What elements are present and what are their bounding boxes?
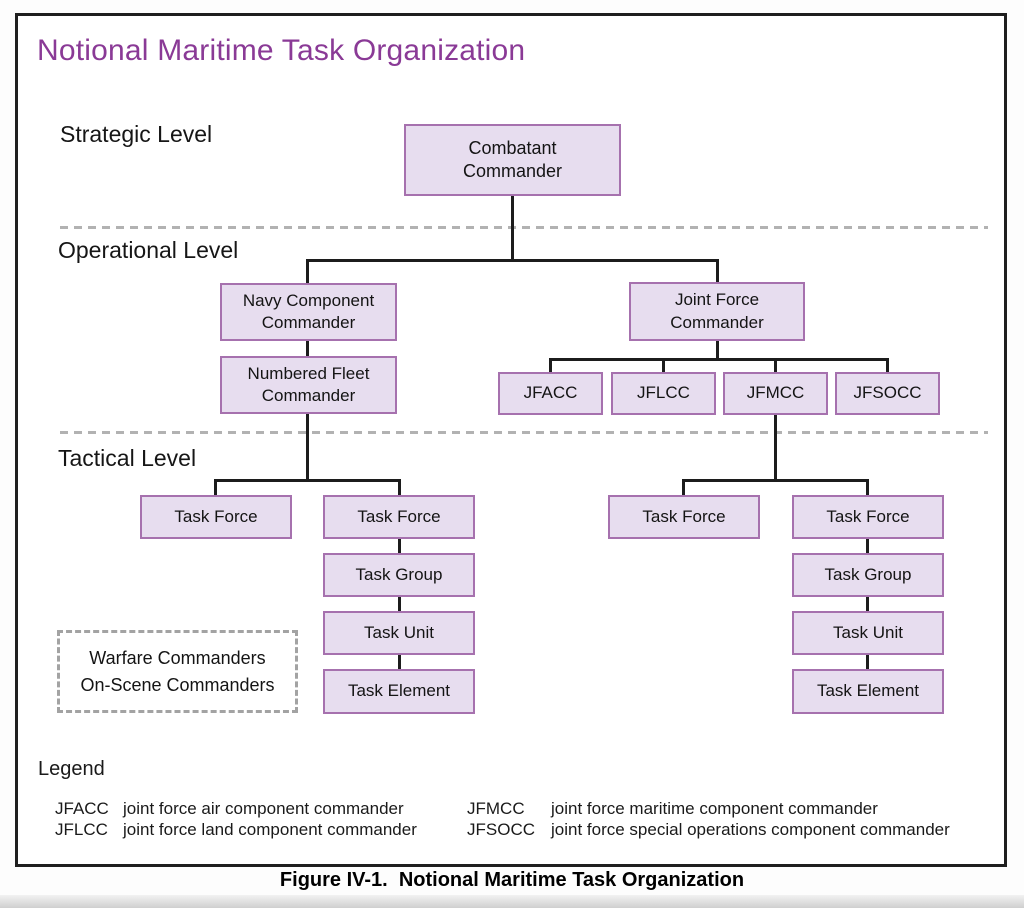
label-operational-level: Operational Level [58,237,239,263]
connector [662,358,665,373]
label-tactical-level: Tactical Level [58,445,197,471]
node-task-force-navy-right: Task Force [323,495,475,539]
legend-abbr-jflcc: JFLCC [55,820,108,839]
connector [306,341,309,357]
connector [549,358,889,361]
warfare-commanders-line: Warfare Commanders [89,647,266,668]
connector [716,341,719,361]
node-task-group-jfmcc: Task Group [792,553,944,597]
connector [774,358,777,373]
connector [306,414,309,482]
node-jflcc: JFLCC [611,372,716,415]
node-numbered-fleet-commander: Numbered Fleet Commander [220,356,397,414]
legend-heading: Legend [38,758,105,780]
connector [716,259,719,283]
node-jfsocc: JFSOCC [835,372,940,415]
diagram-title: Notional Maritime Task Organization [37,34,526,67]
legend-def-jflcc: joint force land component commander [123,820,417,839]
connector [866,539,869,554]
legend-def-jfsocc: joint force special operations component… [551,820,950,839]
label-strategic-level: Strategic Level [60,121,213,147]
legend-abbr-jfsocc: JFSOCC [467,820,535,839]
connector [306,259,309,284]
connector [682,479,685,496]
legend-def-jfacc: joint force air component commander [123,799,404,818]
connector [214,479,401,482]
connector [398,479,401,496]
node-joint-force-commander: Joint Force Commander [629,282,805,341]
node-task-force-navy-left: Task Force [140,495,292,539]
connector [866,597,869,612]
node-navy-component-commander: Navy Component Commander [220,283,397,341]
node-task-unit-navy: Task Unit [323,611,475,655]
node-task-unit-jfmcc: Task Unit [792,611,944,655]
connector [511,196,514,262]
operational-tactical-divider [60,431,988,434]
node-task-force-jfmcc-right: Task Force [792,495,944,539]
node-combatant-commander: Combatant Commander [404,124,621,196]
on-scene-commanders-line: On-Scene Commanders [80,674,275,695]
connector [682,479,869,482]
legend-abbr-jfacc: JFACC [55,799,109,818]
node-task-element-jfmcc: Task Element [792,669,944,714]
figure-caption: Figure IV-1. Notional Maritime Task Orga… [279,869,745,891]
page-edge-strip [0,895,1024,908]
node-jfmcc: JFMCC [723,372,828,415]
node-task-group-navy: Task Group [323,553,475,597]
connector [398,655,401,670]
connector [306,259,719,262]
connector [398,597,401,612]
node-task-force-jfmcc-left: Task Force [608,495,760,539]
connector [886,358,889,373]
strategic-operational-divider [60,226,988,229]
connector [866,655,869,670]
warfare-commanders-note: Warfare Commanders On-Scene Commanders [57,630,298,713]
connector [549,358,552,373]
connector [774,415,777,482]
connector [214,479,217,496]
connector [866,479,869,496]
connector [398,539,401,554]
legend-def-jfmcc: joint force maritime component commander [551,799,878,818]
legend-abbr-jfmcc: JFMCC [467,799,525,818]
node-jfacc: JFACC [498,372,603,415]
node-task-element-navy: Task Element [323,669,475,714]
